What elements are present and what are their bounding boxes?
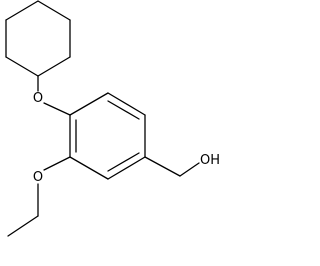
- bond: [37, 0, 71, 21]
- bond: [37, 56, 71, 77]
- bond: [107, 92, 146, 116]
- hydroxyl-label: OH: [200, 153, 220, 168]
- ether-linkage: [37, 75, 71, 116]
- double-bond-inner: [107, 100, 140, 120]
- bond: [107, 156, 146, 180]
- bond: [43, 102, 71, 116]
- bond: [5, 0, 39, 21]
- benzene-ring: [69, 92, 146, 180]
- oxygen-label-ethoxy: O: [33, 170, 43, 185]
- ethoxy-group: [7, 156, 71, 237]
- molecule-diagram: O O OH: [5, 0, 220, 237]
- bond: [69, 92, 109, 116]
- structure-canvas: O O OH: [5, 0, 221, 237]
- bond: [144, 156, 181, 177]
- double-bond-inner: [107, 152, 140, 172]
- cyclohexane-ring: [5, 0, 71, 77]
- bond: [69, 156, 109, 180]
- hydroxymethyl-group: [144, 156, 200, 177]
- bond: [43, 156, 71, 171]
- bond: [5, 56, 39, 77]
- bond: [179, 162, 200, 177]
- bond: [7, 215, 39, 237]
- oxygen-label-top: O: [33, 91, 43, 106]
